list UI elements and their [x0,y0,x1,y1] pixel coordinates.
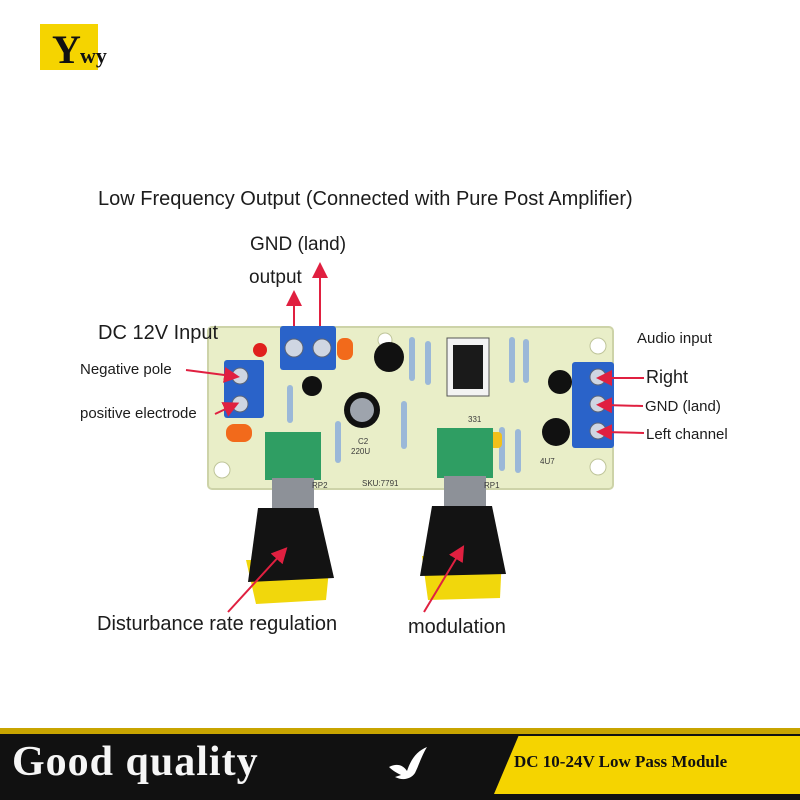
knob-right [420,506,506,576]
brand-logo-suffix: wy [80,43,107,68]
pot-rp2-shaft [272,478,314,508]
dove-icon [389,747,427,780]
silk-c2: C2 [358,437,369,446]
capacitor-top [350,398,374,422]
terminal-screw [231,395,249,413]
arrow-negative [185,367,240,383]
low-frequency-output-label: Low Frequency Output (Connected with Pur… [98,188,633,210]
capacitor [548,370,572,394]
silk-220u: 220U [351,447,370,456]
terminal-screw [231,367,249,385]
brand-logo-block [40,24,98,70]
arrow-disturbance [227,547,288,613]
arrow-left-ch [596,424,645,441]
silk-sku: SKU:7791 [362,479,399,488]
gnd-land-input-label: GND (land) [645,398,721,415]
dc-input-label: DC 12V Input [98,322,219,344]
terminal-screw [284,338,304,358]
brand-logo-letter: Y [52,27,81,72]
right-channel-label: Right [646,367,689,387]
capacitor [302,376,322,396]
negative-pole-label: Negative pole [80,361,172,378]
terminal-screw [312,338,332,358]
arrow-modulation [423,545,465,613]
mount-hole [589,458,607,476]
capacitor [374,342,404,372]
capacitor [542,418,570,446]
good-quality-slogan: Good quality [12,739,259,785]
terminal-screw [589,422,607,440]
silk-4u7: 4U7 [540,457,555,466]
ceramic-capacitor [337,338,353,360]
terminal-screw [589,395,607,413]
silk-rp2: RP2 [312,481,328,490]
silk-rp1: RP1 [484,481,500,490]
gnd-land-output-label: GND (land) [250,234,347,255]
pot-rp1-shaft [444,476,486,506]
silk-331: 331 [468,415,482,424]
audio-input-label: Audio input [637,330,713,347]
banner-tag [494,736,800,794]
module-spec-label: DC 10-24V Low Pass Module [514,752,728,771]
output-label: output [249,267,302,288]
ic-chip [453,345,483,389]
positive-electrode-label: positive electrode [80,405,197,422]
led [253,343,267,357]
banner-stripe [0,728,800,734]
ceramic-capacitor [226,424,252,442]
mount-hole [213,461,231,479]
left-channel-label: Left channel [646,426,728,443]
modulation-label: modulation [408,616,506,638]
disturbance-rate-label: Disturbance rate regulation [97,613,338,635]
arrow-gnd-input [596,397,644,414]
arrow-positive [214,402,240,417]
mount-hole [589,337,607,355]
pot-rp2-body [265,432,321,480]
terminal-screw [589,368,607,386]
pot-rp1-body [437,428,493,478]
knob-left [248,508,334,582]
output-terminal [280,326,336,370]
